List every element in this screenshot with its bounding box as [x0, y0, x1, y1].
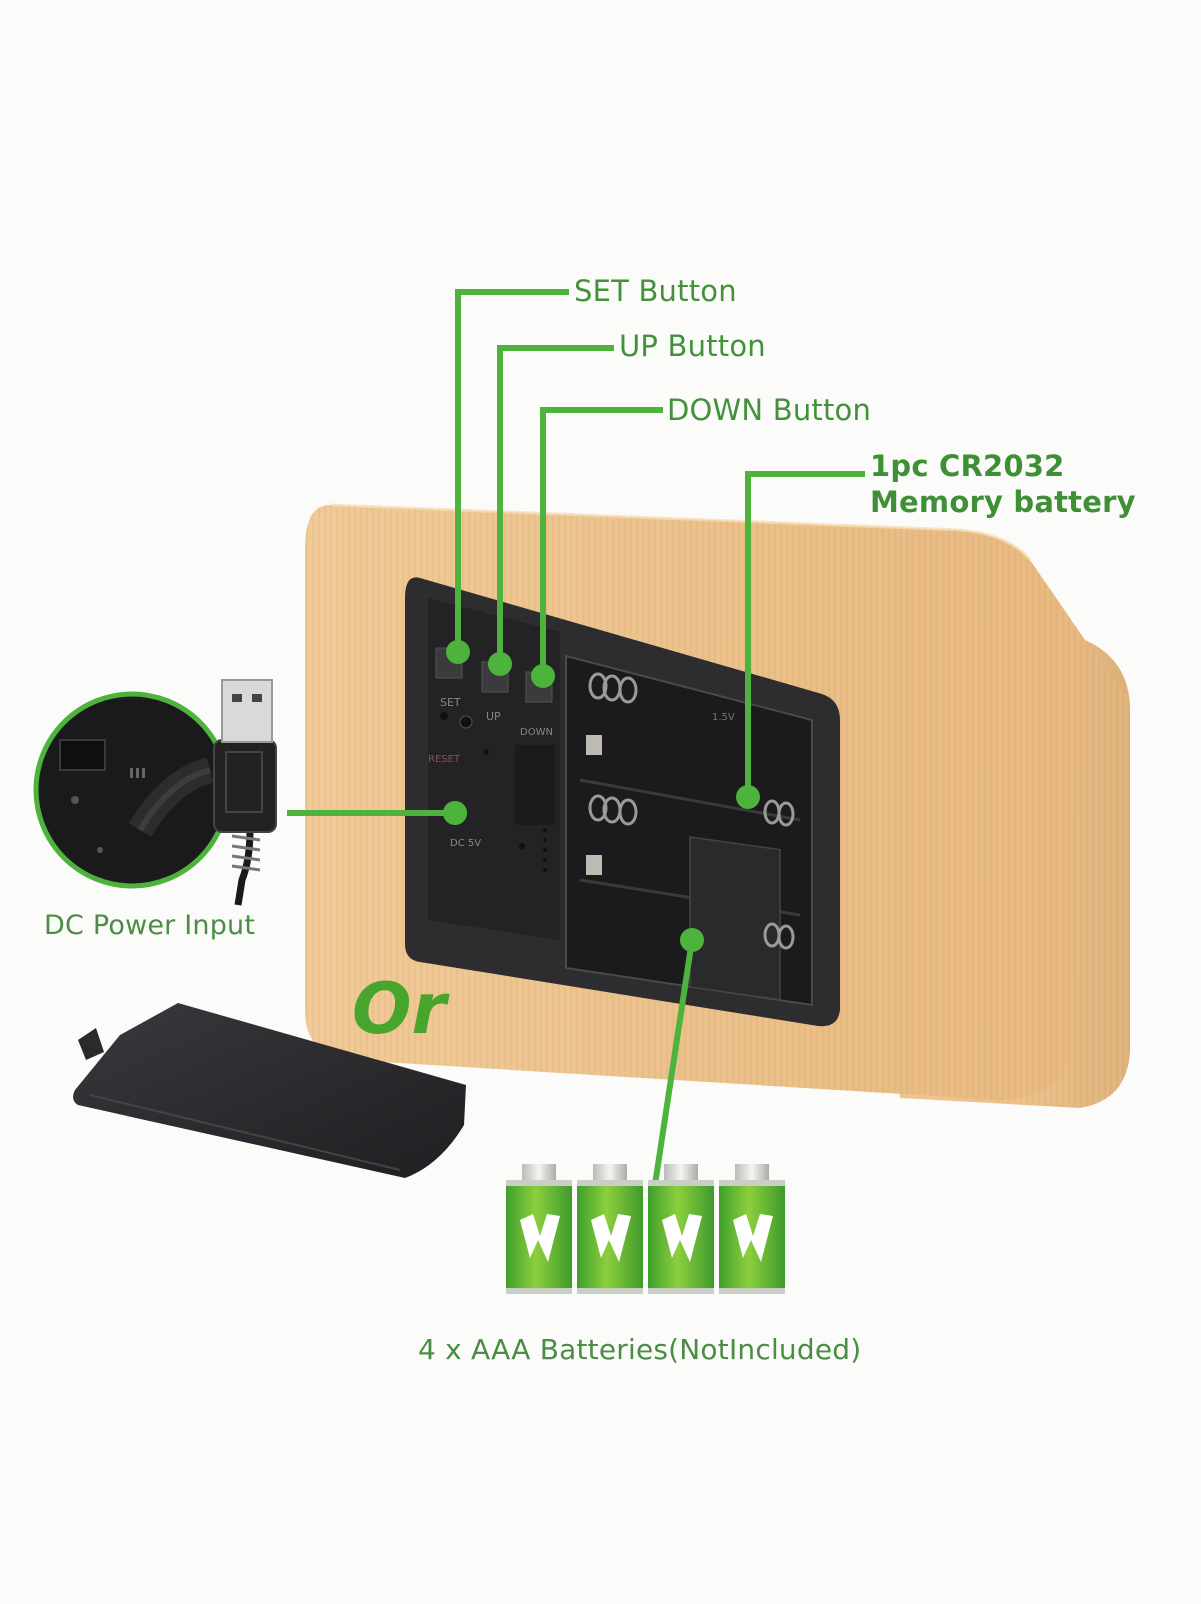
battery-icon: [506, 1164, 572, 1294]
battery-icon: [719, 1164, 785, 1294]
aaa-batteries: [506, 1164, 785, 1294]
battery-cover: [73, 1003, 467, 1178]
callout-dots: [443, 640, 760, 952]
memory-battery-label: 1pc CR2032 Memory battery: [870, 448, 1136, 520]
battery-icon: [648, 1164, 714, 1294]
or-label: Or: [352, 968, 447, 1050]
memory-battery-line2: Memory battery: [870, 485, 1136, 519]
memory-battery-line1: 1pc CR2032: [870, 449, 1065, 483]
up-callout-line: [497, 345, 614, 667]
panel-dc-text: DC 5V: [450, 838, 481, 849]
down-button-label: DOWN Button: [667, 393, 872, 427]
panel-down-text: DOWN: [520, 727, 553, 738]
panel-up-text: UP: [486, 710, 501, 723]
set-callout-line: [455, 289, 569, 655]
up-button-label: UP Button: [619, 329, 766, 363]
battery-icon: [577, 1164, 643, 1294]
dc-power-input-label: DC Power Input: [44, 910, 256, 941]
dc-input-zoom: [33, 691, 231, 889]
lightning-icon: [662, 1214, 702, 1262]
panel-set-text: SET: [440, 696, 461, 709]
down-callout-line: [540, 407, 663, 679]
callout-lines: [287, 289, 865, 1182]
lightning-icon: [733, 1214, 773, 1262]
aaa-callout-line: [652, 936, 696, 1182]
panel-reset-text: RESET: [428, 754, 461, 765]
memory-callout-line: [745, 471, 865, 800]
lightning-icon: [591, 1214, 631, 1262]
lightning-icon: [520, 1214, 560, 1262]
usb-plug-icon: [213, 679, 277, 906]
aaa-batteries-label: 4 x AAA Batteries(NotIncluded): [418, 1333, 862, 1366]
panel-voltage-text: 1.5V: [712, 712, 735, 723]
set-button-label: SET Button: [574, 274, 737, 308]
